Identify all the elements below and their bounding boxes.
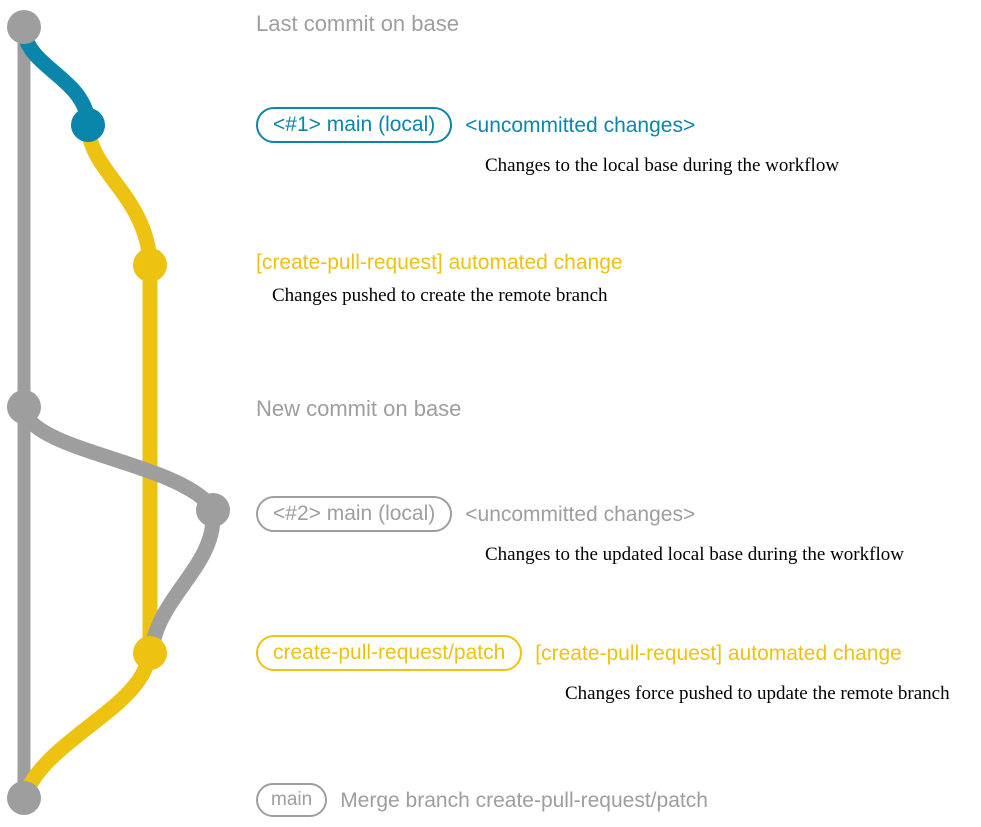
commit-node-patch-2[interactable] — [133, 636, 167, 670]
local-branch-line-1 — [16, 24, 96, 128]
commit-subject-merge: Merge branch create-pull-request/patch — [340, 788, 708, 812]
commit-node-patch-1[interactable] — [133, 248, 167, 282]
branch-badge-patch[interactable]: create-pull-request/patch — [256, 635, 523, 671]
commit-subject-patch-created: [create-pull-request] automated change — [256, 251, 623, 274]
commit-node-base-new[interactable] — [7, 390, 41, 424]
branch-graph-svg — [7, 10, 230, 815]
commit-node-local-2[interactable] — [196, 493, 230, 527]
row-local-2: <#2> main (local) <uncommitted changes> … — [256, 496, 904, 564]
row-merge-headline: main Merge branch create-pull-request/pa… — [256, 783, 708, 817]
caption-last-commit-on-base: Last commit on base — [256, 11, 459, 36]
merge-line — [18, 650, 156, 802]
commit-node-base-merge[interactable] — [7, 781, 41, 815]
caption-new-commit-on-base: New commit on base — [256, 396, 462, 421]
branch-badge-local-2[interactable]: <#2> main (local) — [256, 496, 453, 532]
row-patch-updated: create-pull-request/patch [create-pull-r… — [256, 635, 950, 703]
local-to-patch-line — [144, 508, 221, 656]
commit-node-base-head[interactable] — [7, 10, 41, 44]
commit-subject-local-1: <uncommitted changes> — [465, 113, 696, 137]
commit-node-local-1[interactable] — [71, 108, 105, 142]
row-local-2-headline: <#2> main (local) <uncommitted changes> — [256, 496, 904, 532]
commit-subject-local-2: <uncommitted changes> — [465, 502, 696, 526]
commit-description-local-2: Changes to the updated local base during… — [485, 544, 904, 565]
row-patch-created-headline: [create-pull-request] automated change — [256, 252, 623, 273]
row-patch-updated-headline: create-pull-request/patch [create-pull-r… — [256, 635, 950, 671]
row-merge: main Merge branch create-pull-request/pa… — [256, 783, 708, 817]
branch-badge-main[interactable]: main — [256, 783, 328, 817]
patch-branch-line-1 — [80, 122, 158, 268]
commit-subject-patch-updated: [create-pull-request] automated change — [535, 641, 902, 665]
commit-description-patch-updated: Changes force pushed to update the remot… — [565, 683, 950, 704]
row-local-1: <#1> main (local) <uncommitted changes> … — [256, 107, 839, 175]
commit-description-patch-created: Changes pushed to create the remote bran… — [272, 285, 608, 306]
row-patch-created: [create-pull-request] automated change C… — [256, 252, 623, 305]
branch-badge-local-1[interactable]: <#1> main (local) — [256, 107, 453, 143]
row-local-1-headline: <#1> main (local) <uncommitted changes> — [256, 107, 839, 143]
row-last-commit-on-base: Last commit on base — [256, 13, 459, 35]
commit-description-local-1: Changes to the local base during the wor… — [485, 155, 840, 176]
local-branch-line-2 — [16, 404, 217, 512]
row-new-commit-on-base: New commit on base — [256, 398, 461, 420]
